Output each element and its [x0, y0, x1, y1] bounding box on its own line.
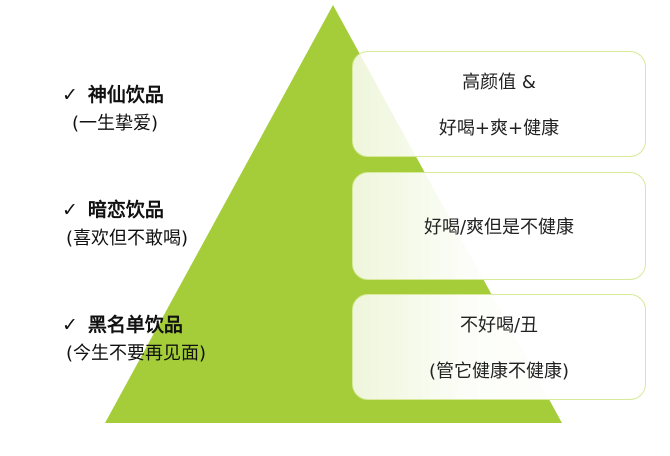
level-label-2: ✓ 暗恋饮品 (喜欢但不敢喝) [62, 195, 188, 250]
box-text: (管它健康不健康) [428, 361, 570, 382]
level-title: 暗恋饮品 [87, 199, 164, 221]
box-text: 好喝+爽+健康 [438, 118, 560, 139]
level-box-1: 高颜值 & 好喝+爽+健康 [352, 51, 646, 157]
check-icon: ✓ [62, 314, 78, 336]
level-subtitle: (一生挚爱) [72, 113, 159, 134]
level-subtitle: (今生不要再见面) [66, 343, 207, 364]
level-box-3: 不好喝/丑 (管它健康不健康) [352, 294, 646, 400]
level-box-2: 好喝/爽但是不健康 [352, 172, 646, 280]
level-label-1: ✓ 神仙饮品 (一生挚爱) [62, 80, 164, 135]
box-text: 不好喝/丑 [459, 315, 539, 336]
box-text: 高颜值 & [462, 72, 536, 93]
level-subtitle: (喜欢但不敢喝) [66, 228, 189, 249]
check-icon: ✓ [62, 199, 78, 221]
level-title: 神仙饮品 [87, 84, 164, 106]
check-icon: ✓ [62, 84, 78, 106]
level-label-3: ✓ 黑名单饮品 (今生不要再见面) [62, 310, 206, 365]
box-text: 好喝/爽但是不健康 [423, 217, 575, 238]
level-title: 黑名单饮品 [87, 314, 183, 336]
